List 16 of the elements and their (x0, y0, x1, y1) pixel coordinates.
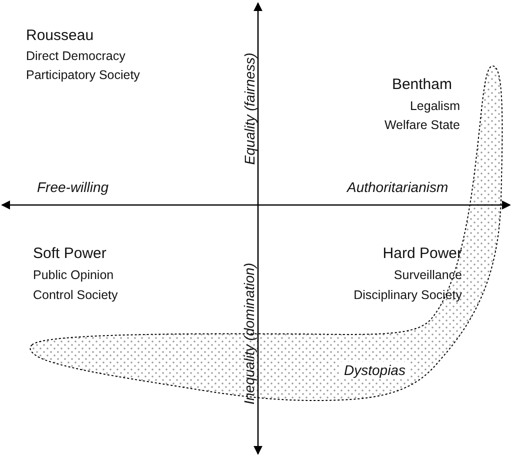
quadrant-item: Disciplinary Society (354, 289, 462, 303)
axis-label: Inequality (domination) (242, 262, 258, 404)
quadrant-item: Public Opinion (33, 269, 114, 283)
quadrant-item: Control Society (33, 289, 118, 303)
quadrant-title: Hard Power (382, 246, 462, 262)
quadrant-item: Welfare State (384, 119, 460, 133)
quadrant-item: Surveillance (394, 269, 462, 283)
quadrant-title: Bentham (392, 77, 452, 94)
axis-label: Free-willing (37, 180, 109, 196)
axis-label: Authoritarianism (347, 180, 448, 196)
quadrant-item: Legalism (410, 100, 460, 114)
region-label: Dystopias (340, 362, 410, 380)
axis-label: Equality (fairness) (242, 52, 258, 164)
quadrant-item: Participatory Society (26, 69, 140, 83)
quadrant-title: Rousseau (26, 28, 94, 44)
quadrant-title: Soft Power (33, 246, 106, 262)
